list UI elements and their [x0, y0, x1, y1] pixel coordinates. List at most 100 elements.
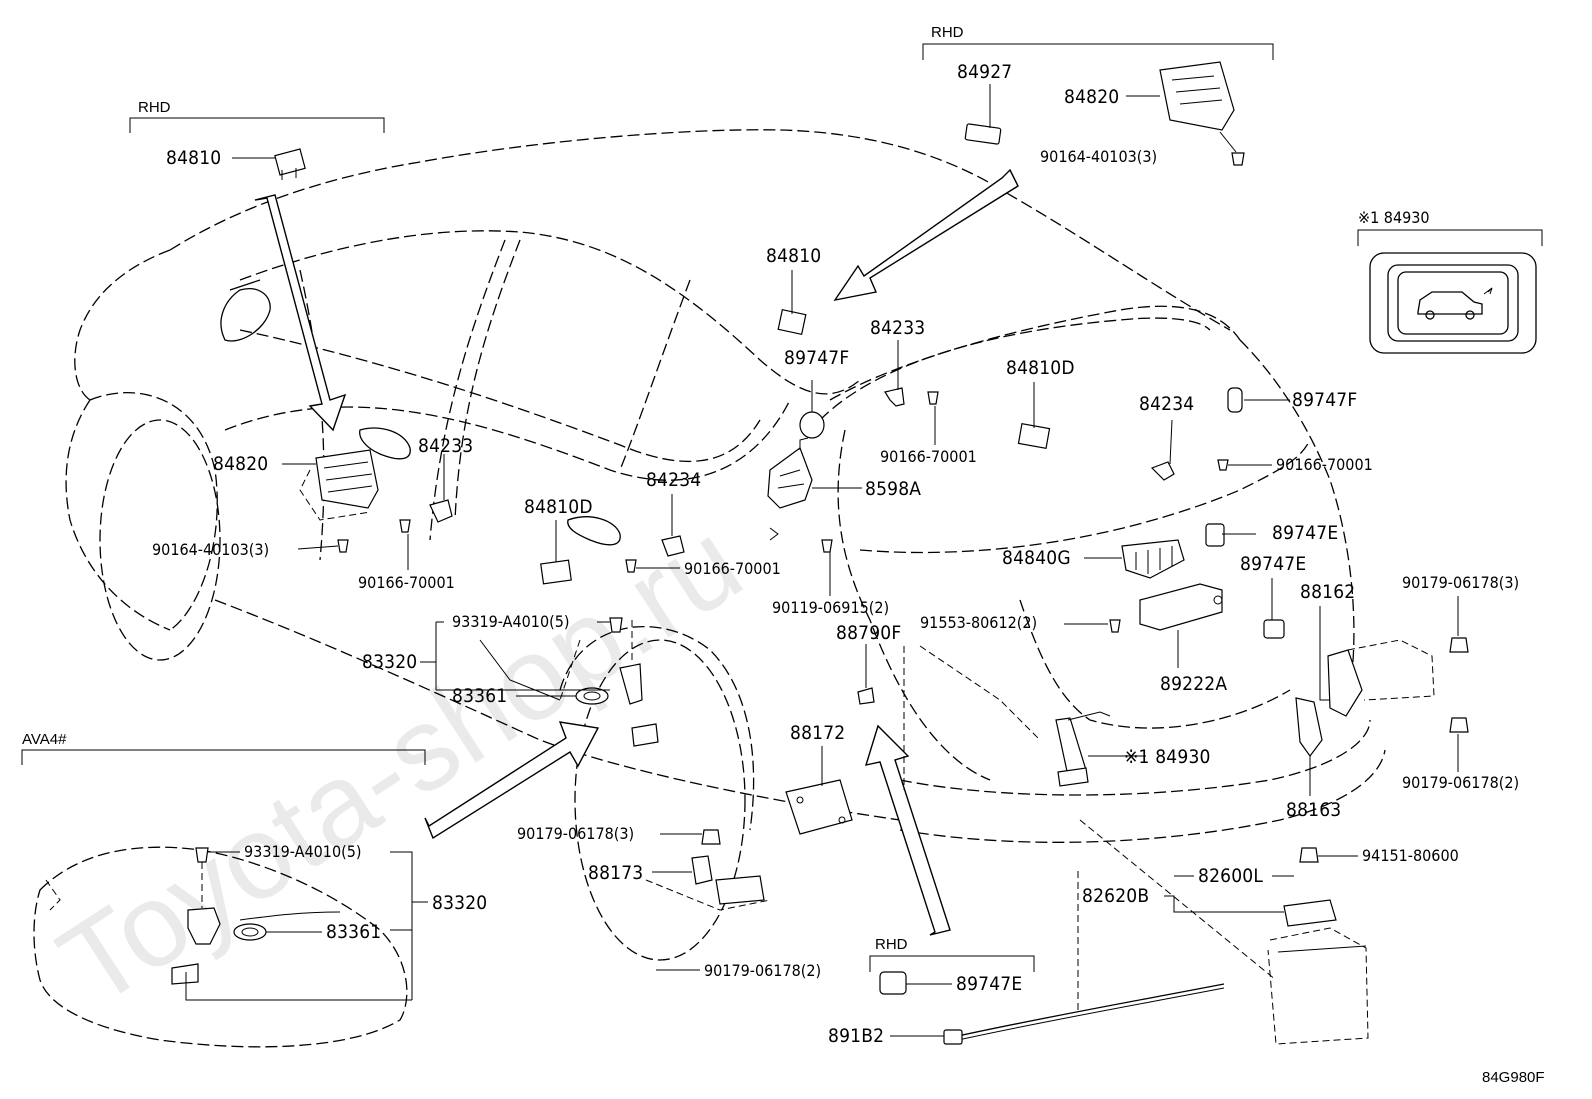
- label-88163: 88163: [1286, 799, 1341, 821]
- label-90164-left: 90164-40103(3): [152, 540, 269, 559]
- part-82600L: [1267, 899, 1369, 1045]
- header-bracket-ava4: AVA4#: [21, 731, 426, 765]
- label-84810D-b: 84810D: [1006, 357, 1075, 379]
- part-88162: [1327, 639, 1435, 717]
- door-handle-rear: [567, 516, 621, 546]
- ava4-label: AVA4#: [22, 731, 67, 748]
- label-84810-mid: 84810: [766, 245, 821, 267]
- label-88172: 88172: [790, 722, 845, 744]
- rhd-left-label: RHD: [138, 99, 171, 116]
- label-89222A: 89222A: [1160, 673, 1227, 695]
- part-84810-mid: [777, 309, 807, 335]
- part-84840G: [1121, 539, 1185, 579]
- part-84927: [964, 123, 1002, 145]
- label-83361-b: 83361: [326, 921, 381, 943]
- part-84810D-b: [1017, 423, 1051, 449]
- label-8598A: 8598A: [865, 478, 921, 500]
- part-89222A: [1139, 583, 1223, 631]
- bolt-94151: [1299, 847, 1319, 863]
- label-90179-b: 90179-06178(2): [704, 961, 821, 980]
- label-84233-a: 84233: [418, 435, 473, 457]
- leader-lines: [185, 84, 1459, 1037]
- inset-84930-label: ※1 84930: [1358, 208, 1430, 227]
- part-88173: [645, 855, 771, 911]
- label-88162: 88162: [1300, 581, 1355, 603]
- label-90166-a: 90166-70001: [358, 573, 455, 592]
- part-84810-rhd: [274, 148, 306, 180]
- part-84234-a: [661, 535, 685, 557]
- label-90166-b: 90166-70001: [880, 447, 977, 466]
- label-90179-r1: 90179-06178(3): [1402, 573, 1519, 592]
- pointer-arrows: [254, 168, 1019, 936]
- nut-90179-m: [701, 829, 721, 845]
- part-84233-b: [884, 387, 905, 407]
- label-83361-a: 83361: [452, 685, 507, 707]
- screw-90166-c: [1217, 459, 1229, 471]
- label-89747E-b: 89747E: [1240, 553, 1306, 575]
- label-94151: 94151-80600: [1362, 846, 1459, 865]
- inset-84930: ※1 84930: [1357, 208, 1543, 354]
- label-83320-a: 83320: [362, 651, 417, 673]
- header-bracket-rhd-top: RHD: [922, 24, 1274, 60]
- label-89747F-b: 89747F: [1292, 389, 1357, 411]
- part-89747E-a: [1205, 523, 1225, 547]
- label-89747E-c: 89747E: [956, 973, 1022, 995]
- part-84810D-a: [540, 559, 572, 585]
- rhd-bottom-label: RHD: [875, 936, 908, 953]
- part-labels: 84810 84927 84820 90164-40103(3) 84810 8…: [152, 61, 1545, 1086]
- label-90179-r2: 90179-06178(2): [1402, 773, 1519, 792]
- rhd-top-label: RHD: [931, 24, 964, 41]
- label-84930-main: ※1 84930: [1124, 746, 1211, 768]
- part-84233-a: [429, 499, 453, 523]
- label-84234-b: 84234: [1139, 393, 1194, 415]
- label-90119: 90119-06915(2): [772, 598, 889, 617]
- label-84927: 84927: [957, 61, 1012, 83]
- screw-90166-d: [625, 559, 637, 573]
- screw-91553: [1109, 619, 1121, 633]
- header-bracket-rhd-bottom: RHD: [869, 936, 1035, 972]
- nut-90179-r2: [1449, 717, 1469, 733]
- label-91553: 91553-80612(2): [920, 613, 1037, 632]
- label-891B2: 891B2: [828, 1025, 884, 1047]
- screw-90166-b: [927, 391, 939, 405]
- screw-90166-a: [399, 519, 411, 533]
- figure-code: 84G980F: [1482, 1069, 1545, 1086]
- part-89747E-c: [879, 971, 907, 995]
- part-8598A: [767, 437, 813, 509]
- label-84234-a: 84234: [646, 469, 701, 491]
- part-89747F-a: [799, 411, 825, 439]
- part-83320-a: [479, 639, 659, 747]
- clip-88790F: [857, 687, 875, 705]
- screw-90164-top: [1231, 152, 1245, 166]
- label-82600L: 82600L: [1198, 865, 1263, 887]
- vehicle-body-outline: [65, 129, 1386, 961]
- part-84820-top: [1159, 61, 1235, 131]
- label-83320-b: 83320: [432, 892, 487, 914]
- car-hatch-icon: [1417, 291, 1483, 315]
- label-93319-a: 93319-A4010(5): [452, 612, 569, 631]
- part-88172: [785, 779, 853, 835]
- label-84810D-a: 84810D: [524, 496, 593, 518]
- label-93319-b: 93319-A4010(5): [244, 842, 361, 861]
- label-89747E-a: 89747E: [1272, 522, 1338, 544]
- label-89747F-a: 89747F: [784, 347, 849, 369]
- label-90179-m: 90179-06178(3): [517, 824, 634, 843]
- part-84820-left: [299, 449, 379, 521]
- part-89747E-b: [1263, 619, 1285, 639]
- label-90164-top: 90164-40103(3): [1040, 147, 1157, 166]
- label-90166-d: 90166-70001: [684, 559, 781, 578]
- part-84234-b: [1150, 461, 1175, 481]
- label-88790F: 88790F: [836, 622, 901, 644]
- label-82620B: 82620B: [1082, 885, 1149, 907]
- part-93319-a: [609, 617, 623, 633]
- label-84840G: 84840G: [1002, 547, 1071, 569]
- label-84820-left: 84820: [213, 453, 268, 475]
- part-84930-main: [1055, 711, 1111, 787]
- header-bracket-rhd-left: RHD: [129, 99, 385, 133]
- label-88173: 88173: [588, 862, 643, 884]
- part-88163: [1295, 697, 1323, 758]
- nut-90179-r1: [1449, 637, 1469, 653]
- label-84233-b: 84233: [870, 317, 925, 339]
- label-90166-c: 90166-70001: [1276, 455, 1373, 474]
